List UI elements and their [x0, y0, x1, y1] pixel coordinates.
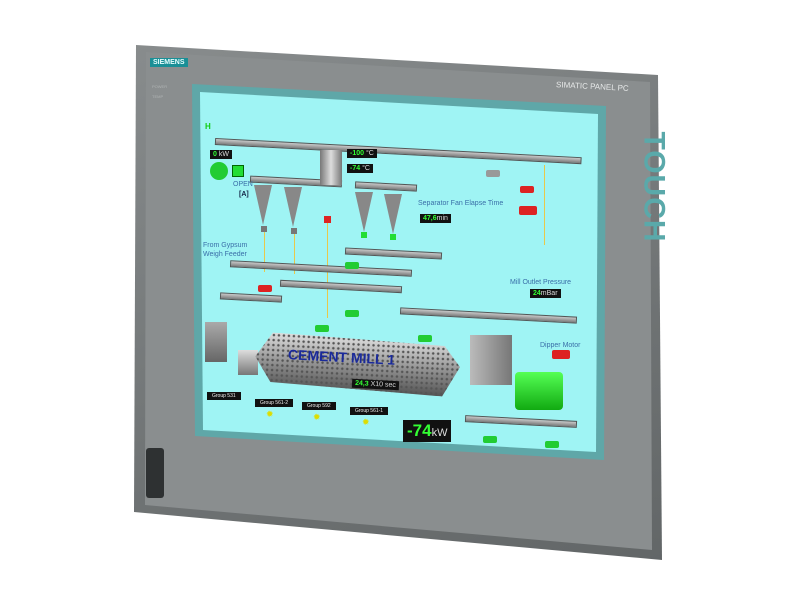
motor-running[interactable]: [545, 441, 559, 448]
motor-running[interactable]: [418, 335, 432, 342]
mill-trunnion: [238, 350, 258, 375]
feed-chute: [205, 322, 227, 362]
status-indicator: H: [205, 122, 211, 131]
motor-running[interactable]: [345, 310, 359, 317]
main-mill-motor[interactable]: [515, 372, 563, 410]
cyclone: [284, 187, 302, 227]
valve-running[interactable]: [390, 234, 396, 240]
group-button[interactable]: Group 561-2: [255, 399, 294, 407]
gypsum-label: From Gypsum: [203, 242, 248, 249]
mill-power-display: -74kW: [403, 420, 452, 442]
separator-time-display: 47,6min: [420, 214, 451, 223]
dipper-motor[interactable]: [552, 350, 570, 359]
motor-stopped[interactable]: [258, 285, 272, 292]
fan-icon[interactable]: [210, 162, 228, 180]
damper-state: OPEN: [233, 181, 253, 188]
flow-line: [294, 234, 295, 274]
cyclone: [355, 192, 373, 232]
touch-label: TOUCH: [637, 131, 671, 243]
pressure-display: 24mBar: [530, 289, 561, 298]
group-button[interactable]: Group 531: [207, 392, 241, 400]
status-light-icon: ✹: [313, 412, 321, 422]
handle: [146, 448, 164, 498]
motor-stopped[interactable]: [520, 186, 534, 193]
status-light-icon: ✹: [266, 409, 274, 419]
siemens-logo: SIEMENS: [150, 58, 188, 67]
motor-running[interactable]: [345, 262, 359, 269]
valve[interactable]: [261, 226, 267, 232]
separator-label: Separator Fan Elapse Time: [418, 200, 504, 207]
temp1-display: -100 °C: [347, 149, 377, 158]
cyclone: [384, 194, 402, 234]
pressure-label: Mill Outlet Pressure: [510, 279, 572, 286]
dipper-motor-label: Dipper Motor: [540, 342, 581, 349]
valve-running[interactable]: [361, 232, 367, 238]
group-button[interactable]: Group 561-1: [350, 407, 389, 415]
valve[interactable]: [291, 228, 297, 234]
status-light-icon: ✹: [362, 417, 370, 427]
gypsum-label: Weigh Feeder: [203, 251, 247, 258]
damper-icon[interactable]: [232, 165, 244, 177]
motor-running[interactable]: [483, 436, 497, 443]
separator-hopper: [320, 150, 342, 185]
motor-running[interactable]: [315, 325, 329, 332]
fan-power-display: 0 kW: [210, 150, 232, 159]
led-power: POWER: [152, 84, 168, 89]
valve-stopped[interactable]: [324, 216, 331, 223]
temp2-display: -74 °C: [347, 164, 373, 173]
gearbox: [470, 335, 512, 385]
flow-line: [544, 165, 545, 245]
flow-line: [264, 232, 265, 272]
motor-idle[interactable]: [486, 170, 500, 177]
led-temp: TEMP: [152, 94, 164, 99]
motor-stopped[interactable]: [519, 206, 537, 215]
cyclone: [254, 185, 272, 225]
group-button[interactable]: Group 592: [302, 402, 336, 410]
damper-mode: [A]: [239, 191, 249, 198]
